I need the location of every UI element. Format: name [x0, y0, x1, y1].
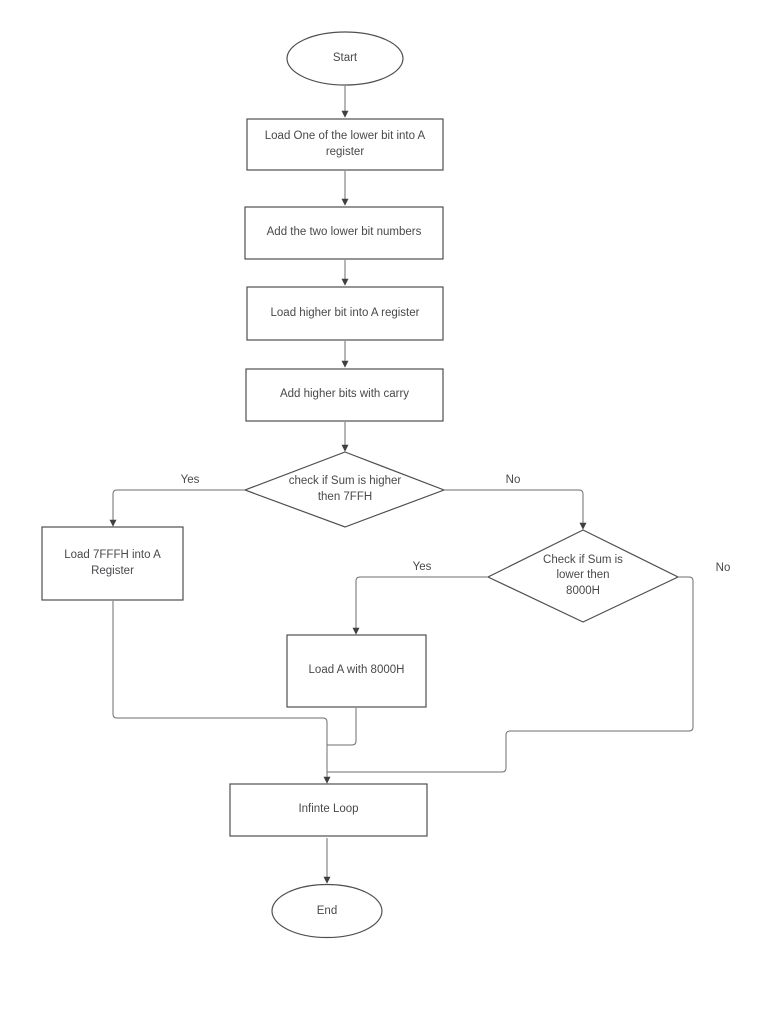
node-load-lower-label: Load One of the lower bit into A registe…: [264, 129, 426, 158]
end-terminator-shape: [271, 883, 383, 939]
connector-check-lower-no-to-infinite-loop: [327, 576, 694, 773]
node-end-label: End: [316, 904, 338, 917]
connector-check-lower-yes-to-load-8000h: [352, 576, 487, 635]
connector-check-higher-no-to-check-lower: [445, 489, 587, 530]
edge-label-check-lower-yes: Yes: [412, 561, 432, 573]
check-higher-decision-shape: [243, 451, 446, 528]
node-start-label: Start: [332, 51, 358, 64]
load-lower-process-shape: [246, 118, 444, 171]
connector-check-higher-yes-to-load-7fffh: [109, 489, 244, 527]
check-lower-decision-shape: [486, 529, 680, 623]
node-load-7fffh-label: Load 7FFFH into A Register: [64, 548, 161, 577]
load-8000h-process-shape: [286, 634, 427, 708]
node-check-higher-label: check if Sum is higher then 7FFH: [288, 474, 402, 503]
start-terminator-shape: [286, 31, 404, 86]
add-higher-process-shape: [245, 368, 444, 422]
node-add-lower-label: Add the two lower bit numbers: [266, 226, 422, 239]
edge-label-check-lower-no: No: [715, 562, 731, 574]
infinite-loop-process-shape: [229, 783, 428, 837]
node-load-8000h-label: Load A with 8000H: [308, 664, 405, 677]
add-lower-process-shape: [244, 206, 444, 260]
edge-label-check-higher-no: No: [505, 474, 521, 486]
node-check-lower-label: Check if Sum is lower then 8000H: [543, 553, 623, 597]
node-load-higher-label: Load higher bit into A register: [270, 306, 420, 319]
connector-load-7fffh-to-infinite-loop: [112, 601, 331, 784]
load-higher-process-shape: [246, 286, 444, 341]
node-add-higher-label: Add higher bits with carry: [279, 388, 410, 401]
edge-label-check-higher-yes: Yes: [180, 474, 200, 486]
node-infinite-loop-label: Infinte Loop: [298, 803, 359, 816]
load-7fffh-process-shape: [41, 526, 184, 601]
connector-load-8000h-to-infinite-loop: [327, 708, 357, 746]
